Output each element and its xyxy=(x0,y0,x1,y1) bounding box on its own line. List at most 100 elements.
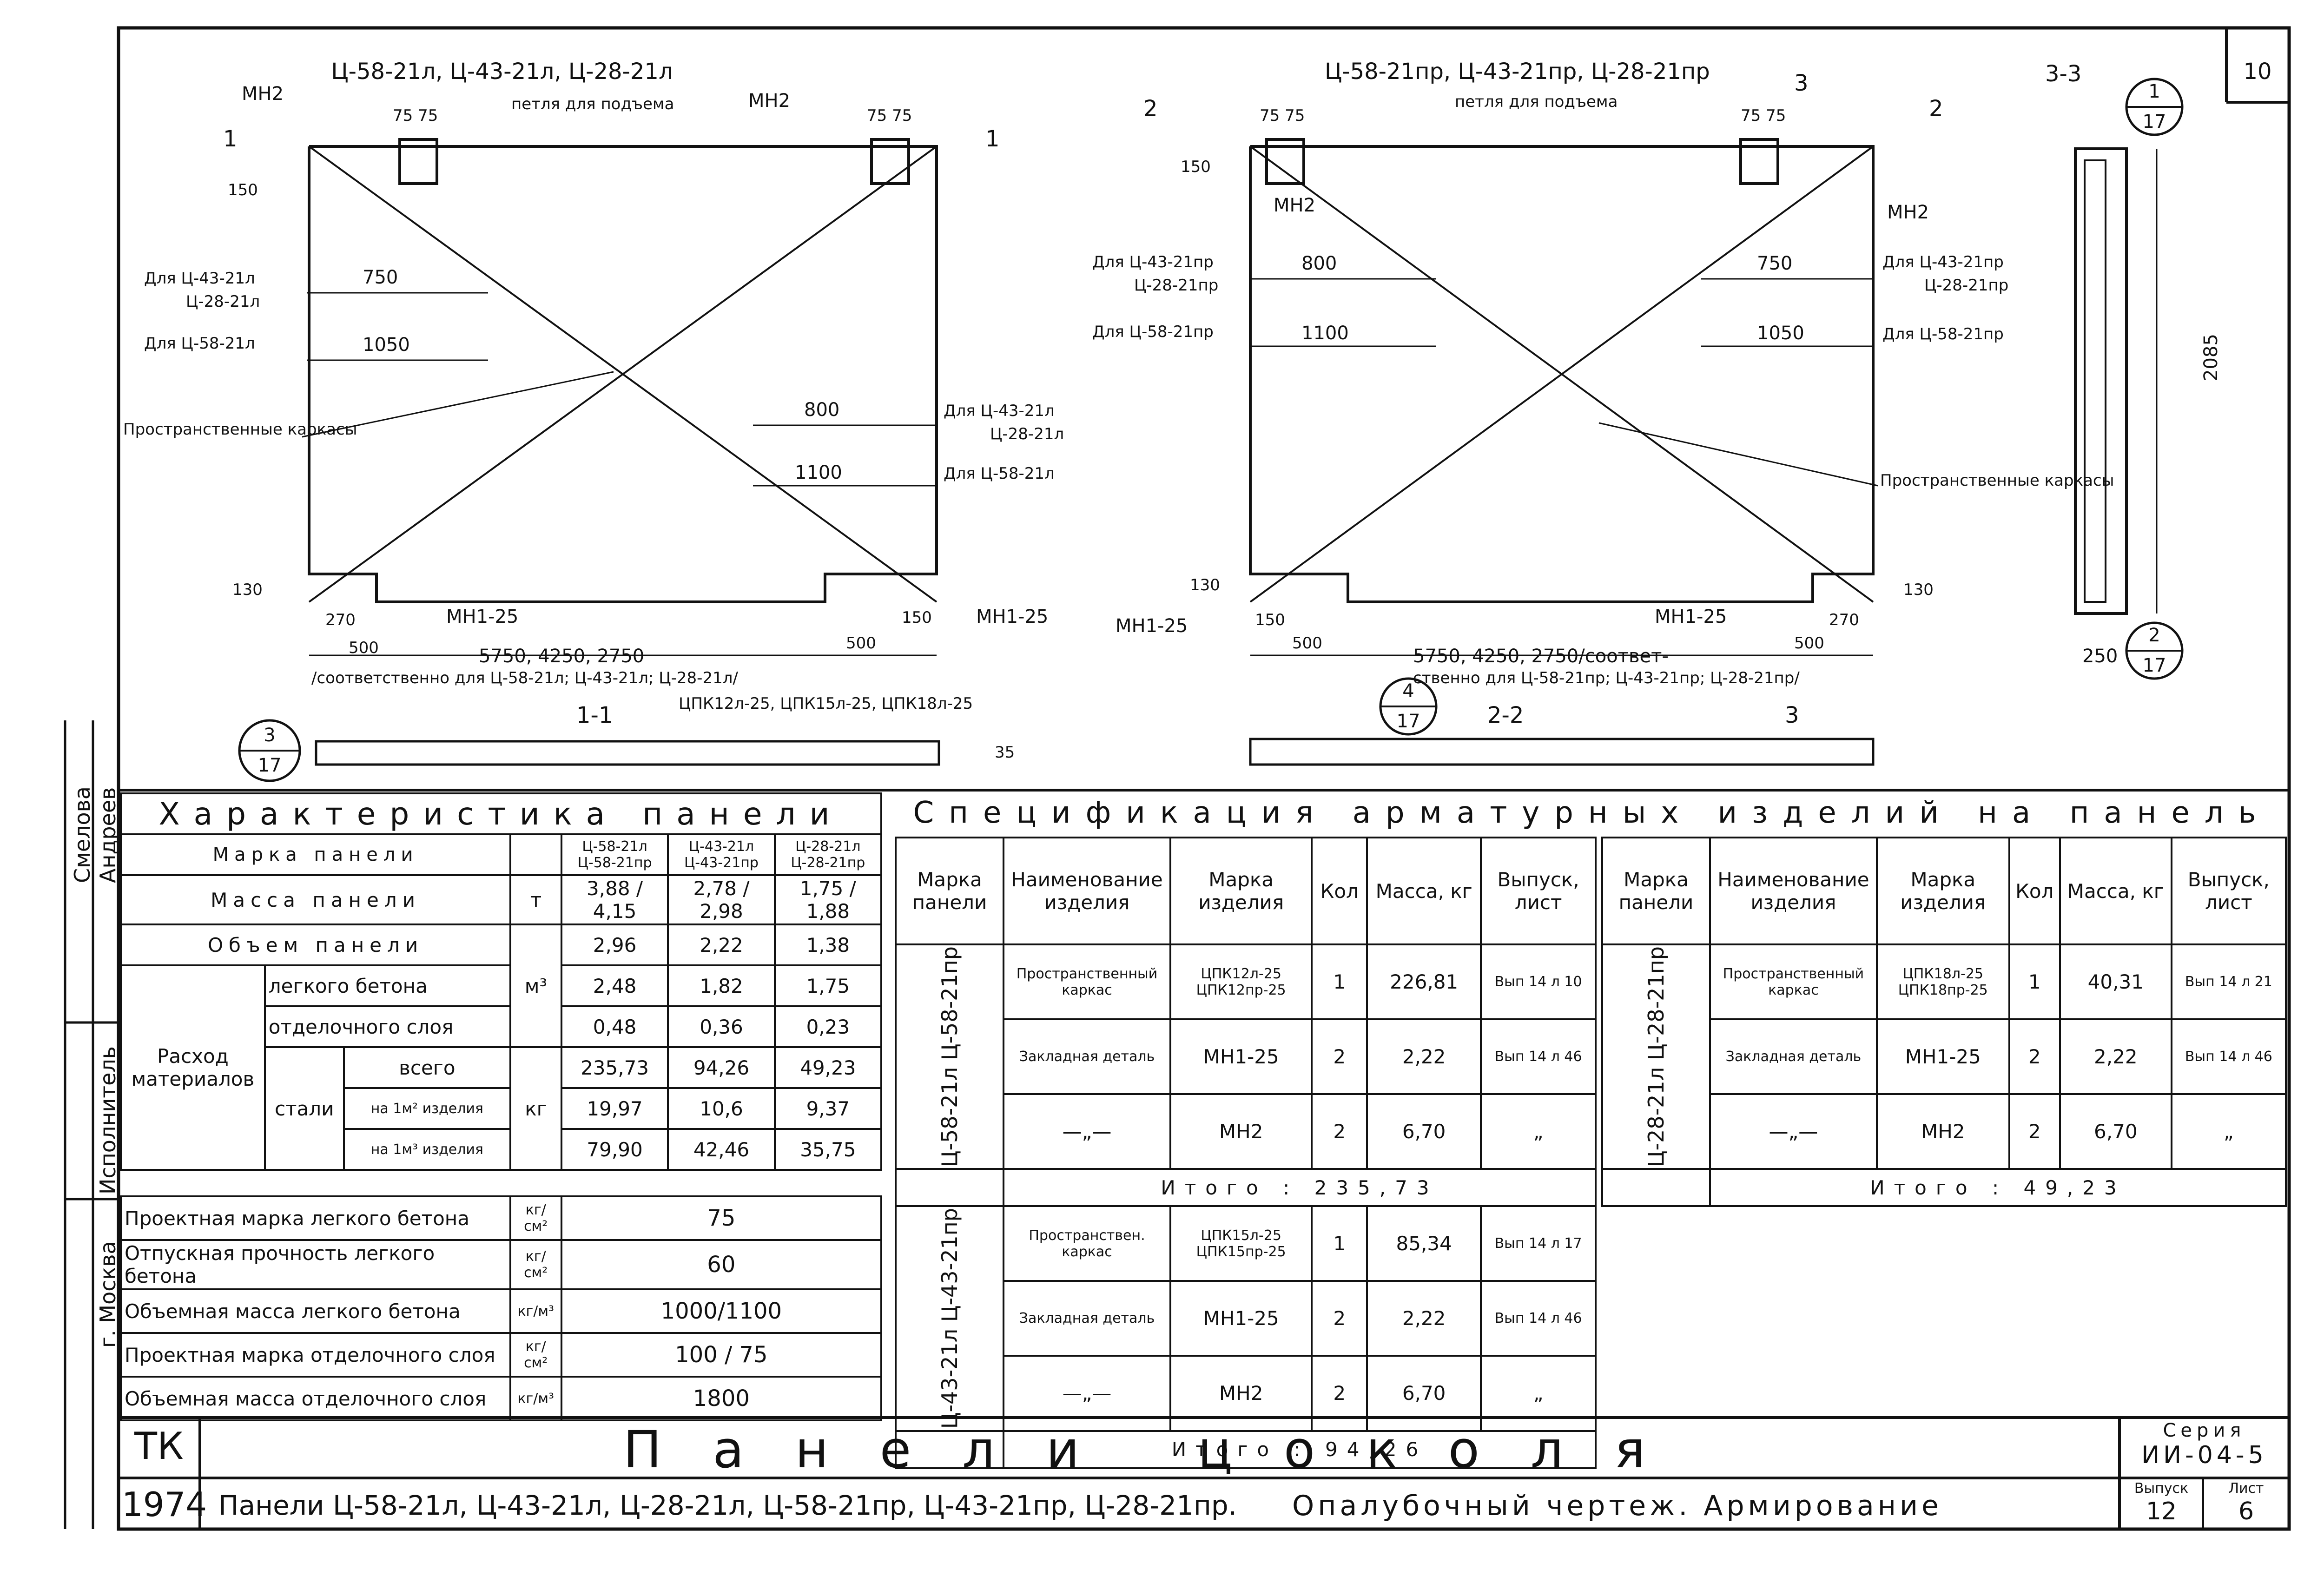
col3-mark: Ц-28-21л Ц-28-21пр xyxy=(773,833,883,876)
label-mn1-left-a: МН1-25 xyxy=(446,606,518,627)
embedded-part-mn2-left-a xyxy=(398,138,438,185)
prop-2-value: 60 xyxy=(560,1239,883,1290)
spec-g1-total-label: Итого xyxy=(1161,1176,1268,1199)
callout-2-num: 2 xyxy=(2148,625,2160,646)
spec-g3-r1-mass: 40,31 xyxy=(2059,943,2172,1021)
label-frames-right: Пространственные каркасы xyxy=(1880,471,2114,490)
callout-4-den: 17 xyxy=(1397,711,1420,732)
spec-g3-r3-qty: 2 xyxy=(2008,1093,2061,1170)
dim-2085: 2085 xyxy=(2200,334,2222,381)
dim-r-500-a: 500 xyxy=(1292,634,1322,653)
spec-g3-r3-mass: 6,70 xyxy=(2059,1093,2172,1170)
spec-g1-panel: Ц-58-21л Ц-58-21пр xyxy=(896,944,1004,1169)
spec-g1-r1-qty: 1 xyxy=(1311,943,1368,1021)
drawing-right-title: Ц-58-21пр, Ц-43-21пр, Ц-28-21пр xyxy=(1325,59,1710,85)
prop-5-value: 1800 xyxy=(560,1376,883,1421)
spec-g1-r2-mark: МН1-25 xyxy=(1169,1018,1313,1095)
col1-per-m2: 19,97 xyxy=(560,1087,669,1130)
label-mn2-b: МН2 xyxy=(748,90,790,112)
prop-1-label: Проектная марка легкого бетона xyxy=(120,1195,511,1241)
prop-3-unit: кг/м³ xyxy=(509,1288,562,1334)
col2-mass-a: 2,78 xyxy=(693,877,737,900)
spec-g3-total-label: Итого xyxy=(1870,1176,1977,1199)
spec-h-qty: Кол xyxy=(1311,837,1368,945)
embedded-part-mn2-right-a xyxy=(1265,138,1305,185)
dim-r-800: 800 xyxy=(1301,253,1337,274)
cut-1-left: 1 xyxy=(223,126,238,152)
prop-3-value: 1000/1100 xyxy=(560,1288,883,1334)
spec-g1-r3-sheet: „ xyxy=(1480,1093,1597,1170)
col2-volume: 2,22 xyxy=(667,924,776,966)
dim-270: 270 xyxy=(325,611,356,629)
panel-outline-right xyxy=(1249,145,1875,603)
spec-h-sheet: Выпуск, лист xyxy=(1480,837,1597,945)
section-1-1-label: 1-1 xyxy=(576,702,613,728)
prop-3-label: Объемная масса легкого бетона xyxy=(120,1288,511,1334)
series-block: Серия ИИ-04-5 xyxy=(2122,1420,2287,1469)
dim-500-b: 500 xyxy=(846,634,876,653)
spec-g1-r3-mark: МН2 xyxy=(1169,1093,1313,1170)
issue-number: 12 xyxy=(2146,1497,2177,1525)
stamp-name-2: Андреев xyxy=(95,787,120,883)
sheet-frame xyxy=(117,26,2291,1531)
spec-g2-total-label: Итого xyxy=(1171,1438,1279,1461)
section-3-3: 3-3 1 17 2085 250 2 17 xyxy=(2045,61,2222,680)
characteristics-table: Характеристика панели Марка панели Ц-58-… xyxy=(119,792,883,1171)
title-year: 1974 xyxy=(122,1485,207,1524)
dim-r-500-b: 500 xyxy=(1794,634,1824,653)
prop-1-unit: кг/см² xyxy=(509,1195,562,1241)
dim-length-left: 5750, 4250, 2750 xyxy=(479,646,644,667)
title-main: Панели цоколя xyxy=(623,1420,1697,1479)
drawing-right: Ц-58-21пр, Ц-43-21пр, Ц-28-21пр петля дл… xyxy=(1092,59,2114,687)
spec-b-h-qty: Кол xyxy=(2008,837,2061,945)
page-number: 6 xyxy=(2238,1497,2254,1525)
dim-r-130-a: 130 xyxy=(1190,576,1220,594)
row-steel: стали xyxy=(264,1046,345,1171)
embedded-part-mn2-left-b xyxy=(870,138,910,185)
col1-total: 235,73 xyxy=(560,1046,669,1089)
length-note-right: ственно для Ц-58-21пр; Ц-43-21пр; Ц-28-2… xyxy=(1413,669,1800,687)
spec-title: Спецификация арматурных изделий на панел… xyxy=(913,796,2271,830)
spec-b-h-mark: Марка изделия xyxy=(1875,837,2010,945)
col3-light: 1,75 xyxy=(773,964,883,1007)
spec-g3-r3-sheet: „ xyxy=(2170,1093,2287,1170)
dim-800: 800 xyxy=(804,399,839,421)
label-for-43-right: Для Ц-43-21л xyxy=(944,402,1055,420)
col1-mark: Ц-58-21л Ц-58-21пр xyxy=(560,833,669,876)
label-r-for-43-right: Для Ц-43-21пр xyxy=(1882,253,2004,271)
col3-per-m3: 35,75 xyxy=(773,1128,883,1171)
cut-2-right: 2 xyxy=(1929,96,1943,122)
col2-total: 94,26 xyxy=(667,1046,776,1089)
label-frames-left: Пространственные каркасы xyxy=(123,420,357,439)
spec-h-panel: Марка панели xyxy=(895,837,1004,945)
series-code: ИИ-04-5 xyxy=(2141,1441,2267,1469)
col3-mass-a: 1,75 xyxy=(799,877,844,900)
spec-g2-r2-qty: 2 xyxy=(1311,1280,1368,1357)
label-mn2-a: МН2 xyxy=(242,83,284,105)
dim-r-270: 270 xyxy=(1829,611,1859,629)
prop-2-unit: кг/см² xyxy=(509,1239,562,1290)
properties-table: Проектная марка легкого бетона кг/см² 75… xyxy=(120,1195,883,1421)
spec-g3-r1-mark: ЦПК18л-25 ЦПК18пр-25 xyxy=(1875,943,2010,1021)
spec-g1-r1-name: Пространственный каркас xyxy=(1003,943,1171,1021)
col1-finish: 0,48 xyxy=(560,1005,669,1048)
dim-r-130-b: 130 xyxy=(1903,581,1934,599)
dim-750: 750 xyxy=(363,267,398,288)
spec-g2-r1-sheet: Вып 14 л 17 xyxy=(1480,1205,1597,1282)
dim-1100: 1100 xyxy=(795,462,842,483)
spec-g3-r1-sheet: Вып 14 л 21 xyxy=(2170,943,2287,1021)
dim-130: 130 xyxy=(232,581,263,599)
spec-g1-r2-mass: 2,22 xyxy=(1366,1018,1482,1095)
title-subtitle: Панели Ц-58-21л, Ц-43-21л, Ц-28-21л, Ц-5… xyxy=(218,1490,1237,1521)
dim-75-a: 75 75 xyxy=(393,106,438,125)
section-1-1-shape xyxy=(315,740,940,766)
dim-150-right: 150 xyxy=(1181,158,1211,176)
dim-150: 150 xyxy=(228,181,258,199)
dim-1050: 1050 xyxy=(363,334,410,356)
col1-mass-b: 4,15 xyxy=(593,900,637,923)
spec-h-name: Наименование изделия xyxy=(1003,837,1171,945)
prop-1-value: 75 xyxy=(560,1195,883,1241)
callout-1-num: 1 xyxy=(2148,81,2160,102)
drawing-left-title: Ц-58-21л, Ц-43-21л, Ц-28-21л xyxy=(331,59,673,85)
